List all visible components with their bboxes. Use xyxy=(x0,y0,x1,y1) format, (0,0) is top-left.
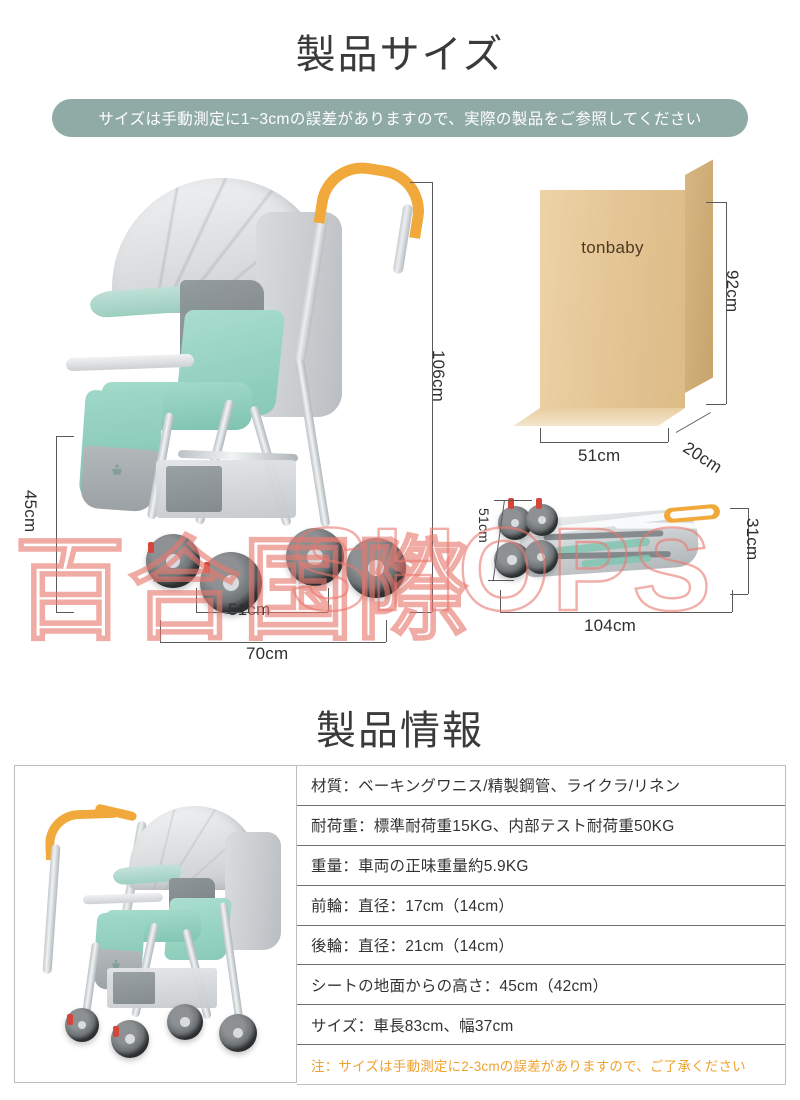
dim-label-folded-length-104: 104cm xyxy=(584,616,637,635)
product-info-section: 材質：ベーキングワニス/精製鋼管、ライクラ/リネン 耐荷重：標準耐荷重15KG、… xyxy=(14,765,786,1085)
specification-table: 材質：ベーキングワニス/精製鋼管、ライクラ/リネン 耐荷重：標準耐荷重15KG、… xyxy=(297,765,786,1085)
storage-basket-mesh xyxy=(166,466,222,512)
dim-line-carton-92 xyxy=(726,202,727,404)
dim-tick-folded-51-top xyxy=(494,500,532,501)
dim-tick-top-31 xyxy=(730,508,748,509)
photo-basket-mesh xyxy=(113,972,155,1004)
dim-tick-right-104 xyxy=(732,590,733,612)
folded-wheel-2 xyxy=(526,504,558,536)
folded-wheel-3 xyxy=(494,542,530,578)
spec-row-weight: 重量：車両の正味重量約5.9KG xyxy=(297,846,785,886)
folded-wheel-4 xyxy=(524,540,558,574)
dim-tick-bottom-106 xyxy=(410,612,432,613)
photo-wheel-tab xyxy=(113,1026,119,1037)
wheel-front-outer xyxy=(146,534,200,588)
photo-wheel-4 xyxy=(219,1014,257,1052)
photo-wheel-3 xyxy=(167,1004,203,1040)
folded-wheel-tab xyxy=(536,498,542,509)
folded-wheel-tab xyxy=(508,498,514,509)
product-photo-panel xyxy=(14,765,297,1083)
dim-tick-left-51 xyxy=(196,588,197,612)
dim-label-carton-height-92: 92cm xyxy=(723,270,742,313)
wheel-brake-tab xyxy=(204,562,210,573)
brand-logo-icon xyxy=(112,464,122,475)
carton-side-face xyxy=(685,159,713,393)
wheel-brake-tab xyxy=(148,542,154,553)
spec-row-front-wheel: 前輪：直径：17cm（14cm） xyxy=(297,886,785,926)
spec-row-seat-height: シートの地面からの高さ：45cm（42cm） xyxy=(297,965,785,1006)
photo-wheel-1 xyxy=(65,1008,99,1042)
spec-row-size: サイズ：車長83cm、幅37cm xyxy=(297,1005,785,1046)
dim-tick-top-106 xyxy=(410,182,432,183)
dim-line-height-106 xyxy=(432,182,433,612)
folded-streak xyxy=(614,522,699,529)
dim-tick-folded-51-bottom xyxy=(488,580,514,581)
dim-tick-right-51 xyxy=(328,588,329,612)
wheel-rear-outer xyxy=(286,528,344,586)
spec-row-material: 材質：ベーキングワニス/精製鋼管、ライクラ/リネン xyxy=(297,766,785,806)
dim-tick-bottom-45 xyxy=(56,612,74,613)
dim-line-folded-104 xyxy=(500,612,732,613)
wheel-front-inner xyxy=(200,552,262,614)
page-title-size: 製品サイズ xyxy=(295,33,505,77)
dim-tick-left-51c xyxy=(540,428,541,442)
dim-label-carton-width-51: 51cm xyxy=(578,446,621,465)
dim-line-seat-45 xyxy=(56,436,57,612)
photo-handle-stem xyxy=(42,843,61,975)
stroller-open-illustration xyxy=(60,155,431,630)
dim-line-wheelbase-51 xyxy=(196,612,328,613)
dim-tick-left-104 xyxy=(500,590,501,612)
dim-line-length-70 xyxy=(160,642,386,643)
spec-row-note: 注：サイズは手動測定に2-3cmの誤差がありますので、ご了承ください xyxy=(311,1058,746,1074)
product-photo-stroller xyxy=(33,782,281,1068)
carton-bottom-face xyxy=(513,408,685,426)
bumper-bar xyxy=(65,353,195,372)
wheel-rear-inner xyxy=(346,538,406,598)
dim-label-length-70: 70cm xyxy=(246,644,289,663)
stroller-folded-illustration xyxy=(478,498,723,590)
dim-label-wheelbase-51: 51cm xyxy=(228,600,271,619)
dim-label-seat-height-45: 45cm xyxy=(21,490,40,533)
photo-back-panel xyxy=(225,832,281,950)
dim-label-height-106: 106cm xyxy=(429,350,448,403)
dim-tick-left-70 xyxy=(160,620,161,642)
dim-label-folded-height-31: 31cm xyxy=(743,518,762,561)
dim-tick-top-92 xyxy=(706,202,726,203)
photo-bumper-bar xyxy=(82,892,164,905)
spec-row-load: 耐荷重：標準耐荷重15KG、内部テスト耐荷重50KG xyxy=(297,806,785,846)
dim-tick-right-70 xyxy=(386,620,387,642)
dim-tick-top-45 xyxy=(56,436,74,437)
photo-wheel-tab xyxy=(67,1014,73,1025)
measurement-notice-banner: サイズは手動測定に1~3cmの誤差がありますので、実際の製品をご参照してください xyxy=(52,99,748,137)
dim-line-carton-20 xyxy=(675,412,711,433)
dim-tick-bottom-31 xyxy=(730,594,748,595)
dim-line-folded-31 xyxy=(748,508,749,594)
dim-line-carton-51 xyxy=(540,442,668,443)
dim-tick-bottom-92 xyxy=(706,404,726,405)
size-diagram: 106cm 45cm 51cm 70cm tonbaby 92cm xyxy=(0,155,800,670)
dim-label-carton-depth-20: 20cm xyxy=(679,438,726,478)
spec-row-rear-wheel: 後輪：直径：21cm（14cm） xyxy=(297,926,785,966)
dim-tick-right-51c xyxy=(668,428,669,442)
page-title-info: 製品情報 xyxy=(316,709,484,753)
carton-brand-label: tonbaby xyxy=(581,238,644,257)
photo-brand-logo-icon xyxy=(112,959,120,968)
dim-label-folded-width-51: 51cm xyxy=(476,508,492,544)
carton-front-face xyxy=(540,190,685,408)
